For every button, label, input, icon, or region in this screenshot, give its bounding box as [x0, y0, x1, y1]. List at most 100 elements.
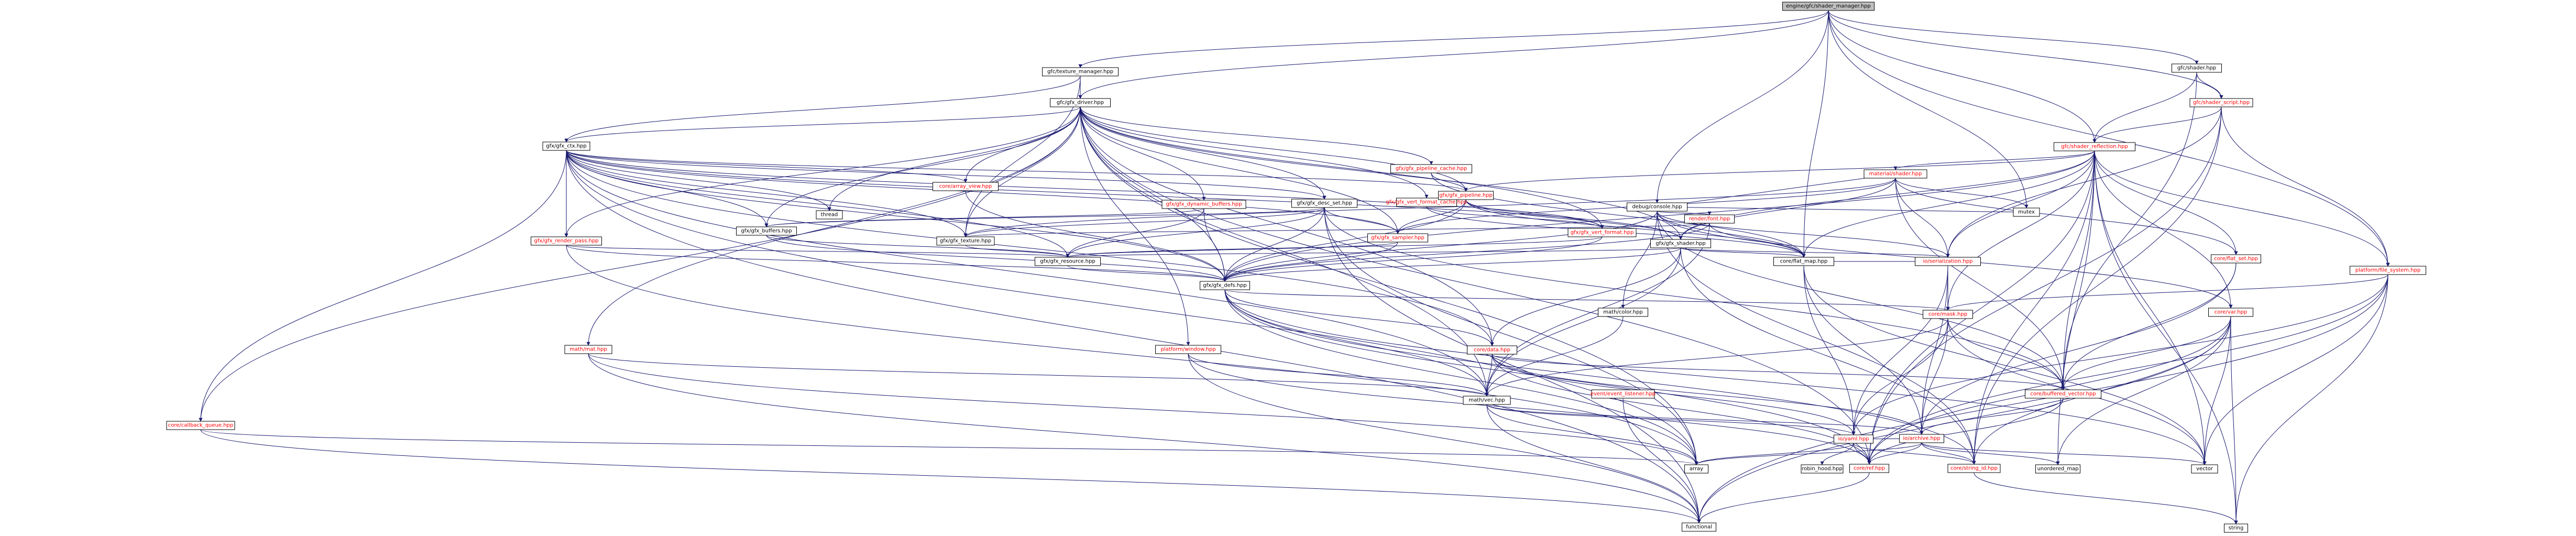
node-n7[interactable]: gfx/gfx_ctx.hpp — [542, 141, 590, 151]
node-n6[interactable]: gfc/shader_reflection.hpp — [2054, 142, 2135, 151]
node-n18[interactable]: gfx/gfx_render_pass.hpp — [531, 236, 602, 246]
edge-line — [1920, 318, 1948, 435]
edge-n1-n7 — [564, 75, 1081, 143]
node-n42[interactable]: array — [1684, 464, 1708, 474]
node-n8[interactable]: gfx/gfx_pipeline_cache.hpp — [1390, 164, 1472, 173]
node-n14[interactable]: gfx/gfx_desc_set.hpp — [1291, 199, 1357, 208]
node-n24[interactable]: core/flat_set.hpp — [2211, 254, 2261, 264]
node-n20[interactable]: gfx/gfx_texture.hpp — [936, 236, 995, 246]
node-box — [2189, 98, 2253, 107]
node-label: unordered_map — [2037, 466, 2079, 472]
node-n22[interactable]: gfx/gfx_vert_format.hpp — [1567, 228, 1637, 237]
edge-line — [1078, 10, 1829, 99]
node-n46[interactable]: unordered_map — [2035, 464, 2080, 474]
node-n16[interactable]: thread — [816, 210, 843, 220]
edge-line — [963, 178, 1896, 237]
edge-line — [1920, 265, 1948, 435]
edge-line — [1078, 10, 1829, 68]
edge-n39-n43 — [1820, 443, 1854, 465]
edge-line — [1851, 318, 1948, 435]
edge-n2-n16 — [827, 106, 1081, 211]
node-n32[interactable]: core/var.hpp — [2208, 308, 2253, 317]
node-n12[interactable]: core/array_view.hpp — [933, 182, 999, 191]
node-label: material/shader.hpp — [1869, 171, 1922, 177]
node-n3[interactable]: debug/console.hpp — [1627, 202, 1687, 212]
node-n23[interactable]: gfx/gfx_shader.hpp — [1650, 239, 1711, 248]
edge-line — [1492, 354, 2065, 390]
edge-line — [1697, 316, 2231, 523]
node-n34[interactable]: platform/window.hpp — [1155, 345, 1221, 354]
node-n41[interactable]: core/callback_queue.hpp — [166, 421, 235, 430]
node-n13[interactable]: gfx/gfx_dynamic_buffers.hpp — [1161, 200, 1246, 209]
edge-line — [1921, 442, 2060, 465]
edge-line — [1867, 398, 2064, 465]
node-n28[interactable]: platform/file_system.hpp — [2350, 266, 2426, 275]
node-box — [1684, 214, 1735, 224]
node-n44[interactable]: core/ref.hpp — [1849, 464, 1889, 473]
node-label: core/var.hpp — [2215, 310, 2247, 315]
edge-line — [1223, 211, 1658, 282]
edge-line — [965, 245, 1070, 258]
edge-n7-n22 — [566, 150, 1604, 229]
node-n38[interactable]: math/vec.hpp — [1463, 396, 1511, 405]
edge-line — [566, 245, 1069, 258]
node-n9[interactable]: gfx/gfx_vert_format_cache.hpp — [1386, 198, 1467, 207]
node-n15[interactable]: gfx/gfx_pipeline.hpp — [1438, 191, 1494, 200]
node-n4[interactable]: gfc/shader.hpp — [2172, 63, 2222, 73]
node-label: gfx/gfx_dynamic_buffers.hpp — [1166, 202, 1242, 207]
edge-line — [1694, 443, 1854, 465]
edge-n41-n42 — [200, 429, 1698, 465]
edge-n22-n29 — [1223, 236, 1603, 282]
edge-n34-n44 — [1188, 353, 1871, 465]
node-n29[interactable]: gfx/gfx_defs.hpp — [1200, 281, 1250, 290]
node-n36[interactable]: event/event_listener.hpp — [1591, 389, 1656, 399]
edge-n23-n27 — [1680, 247, 1950, 258]
node-n21[interactable]: gfx/gfx_sampler.hpp — [1367, 233, 1428, 243]
edge-line — [1324, 207, 1698, 465]
node-n26[interactable]: core/flat_map.hpp — [1773, 257, 1834, 266]
edge-n24-n40 — [1920, 262, 2237, 435]
node-n33[interactable]: math/mat.hpp — [564, 345, 612, 354]
node-n30[interactable]: math/color.hpp — [1598, 308, 1648, 317]
edge-n12-n29 — [965, 190, 1227, 282]
node-box — [1467, 345, 1517, 355]
node-n48[interactable]: functional — [1682, 522, 1716, 532]
edge-n6-n31 — [1946, 150, 2095, 311]
node-n2[interactable]: gfc/gfx_driver.hpp — [1050, 98, 1111, 107]
node-n1[interactable]: gfc/texture_manager.hpp — [1042, 67, 1119, 76]
edge-n24-n37 — [2061, 262, 2237, 390]
node-n19[interactable]: gfx/gfx_buffers.hpp — [736, 226, 797, 236]
node-n31[interactable]: core/mask.hpp — [1923, 310, 1973, 319]
node-n45[interactable]: core/string_id.hpp — [1947, 464, 2001, 473]
node-n39[interactable]: io/yaml.hpp — [1834, 434, 1873, 444]
edge-line — [1486, 404, 1856, 435]
edge-n11-n29 — [1223, 223, 1710, 282]
node-n37[interactable]: core/buffered_vector.hpp — [2025, 389, 2101, 399]
node-n47[interactable]: vector — [2191, 464, 2218, 474]
edge-line — [564, 106, 1081, 143]
node-n40[interactable]: io/archive.hpp — [1899, 434, 1944, 443]
node-n35[interactable]: core/data.hpp — [1467, 345, 1517, 355]
edge-line — [566, 150, 1227, 282]
node-n49[interactable]: string — [2224, 523, 2248, 533]
node-box — [1050, 98, 1111, 107]
node-n17[interactable]: mutex — [2013, 207, 2040, 217]
edge-n6-n49 — [2094, 150, 2238, 524]
node-n11[interactable]: render/font.hpp — [1684, 214, 1735, 224]
node-n27[interactable]: io/serialization.hpp — [1915, 257, 1981, 266]
edge-n0-n26 — [1802, 10, 1829, 258]
node-box — [1200, 281, 1250, 290]
edge-n34-n48 — [1188, 353, 1701, 523]
edge-n2-n9 — [1080, 106, 1429, 199]
edge-line — [1080, 106, 1494, 346]
edge-n3-n27 — [1657, 211, 1950, 258]
node-n5[interactable]: gfc/shader_script.hpp — [2189, 98, 2253, 107]
node-n25[interactable]: gfx/gfx_resource.hpp — [1035, 257, 1101, 266]
node-n0[interactable]: engine/gfc/shader_manager.hpp — [1782, 2, 1875, 11]
edge-n6-n26 — [1802, 150, 2095, 258]
node-n43[interactable]: robin_hood.hpp — [1801, 464, 1844, 474]
edge-line — [1895, 178, 2029, 209]
edge-line — [1828, 10, 2223, 99]
node-n10[interactable]: material/shader.hpp — [1864, 169, 1927, 179]
edge-n0-n17 — [1828, 10, 2029, 209]
